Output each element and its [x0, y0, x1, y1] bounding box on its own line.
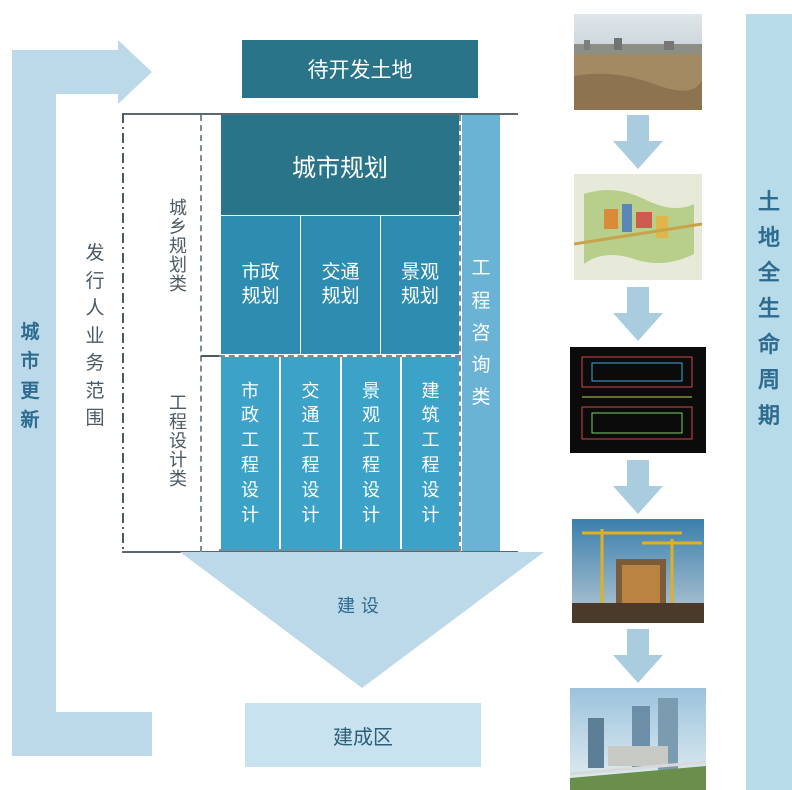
design-bottom-dash — [219, 549, 461, 551]
planning-map-photo — [574, 174, 702, 280]
construction-down-arrow — [180, 552, 544, 688]
traffic-planning-box: 交通 规划 — [301, 216, 380, 354]
business-scope-label: 发 行 人 业 务 范 围 — [85, 242, 105, 430]
municipal-design-box: 市 政 工 程 设 计 — [221, 357, 279, 551]
top-divider-line — [122, 113, 518, 115]
cad-drawing-photo — [570, 347, 706, 453]
land-lifecycle-panel — [746, 14, 792, 790]
flow-arrow-2 — [613, 287, 663, 341]
undeveloped-land-photo — [574, 14, 702, 110]
urban-renewal-loop-arrow — [12, 40, 152, 756]
land-lifecycle-label: 土 地 全 生 命 周 期 — [757, 190, 780, 429]
construction-cranes-photo — [572, 519, 704, 623]
architecture-design-box: 建 筑 工 程 设 计 — [402, 357, 459, 551]
flow-arrow-1 — [613, 115, 663, 169]
category-split-line — [201, 355, 221, 357]
undeveloped-land-box: 待开发土地 — [242, 40, 478, 98]
urban-renewal-label: 城 市 更 新 — [20, 321, 40, 432]
category-left-dash — [200, 115, 202, 552]
design-right-dash — [459, 115, 461, 552]
planning-category-label: 城 乡 规 划 类 — [169, 198, 187, 295]
built-up-area-box: 建成区 — [245, 703, 481, 767]
finished-buildings-photo — [570, 688, 706, 790]
consulting-box: 工 程 咨 询 类 — [462, 115, 500, 551]
construction-label: 建 设 — [337, 596, 379, 617]
scope-bracket — [122, 113, 124, 553]
design-top-dash — [219, 355, 461, 357]
municipal-planning-box: 市政 规划 — [221, 216, 300, 354]
landscape-planning-box: 景观 规划 — [381, 216, 459, 354]
traffic-design-box: 交 通 工 程 设 计 — [281, 357, 340, 551]
landscape-design-box: 景 观 工 程 设 计 — [342, 357, 400, 551]
city-planning-box: 城市规划 — [221, 115, 459, 215]
flow-arrow-4 — [613, 629, 663, 683]
design-category-label: 工 程 设 计 类 — [169, 393, 187, 490]
flow-arrow-3 — [613, 460, 663, 514]
